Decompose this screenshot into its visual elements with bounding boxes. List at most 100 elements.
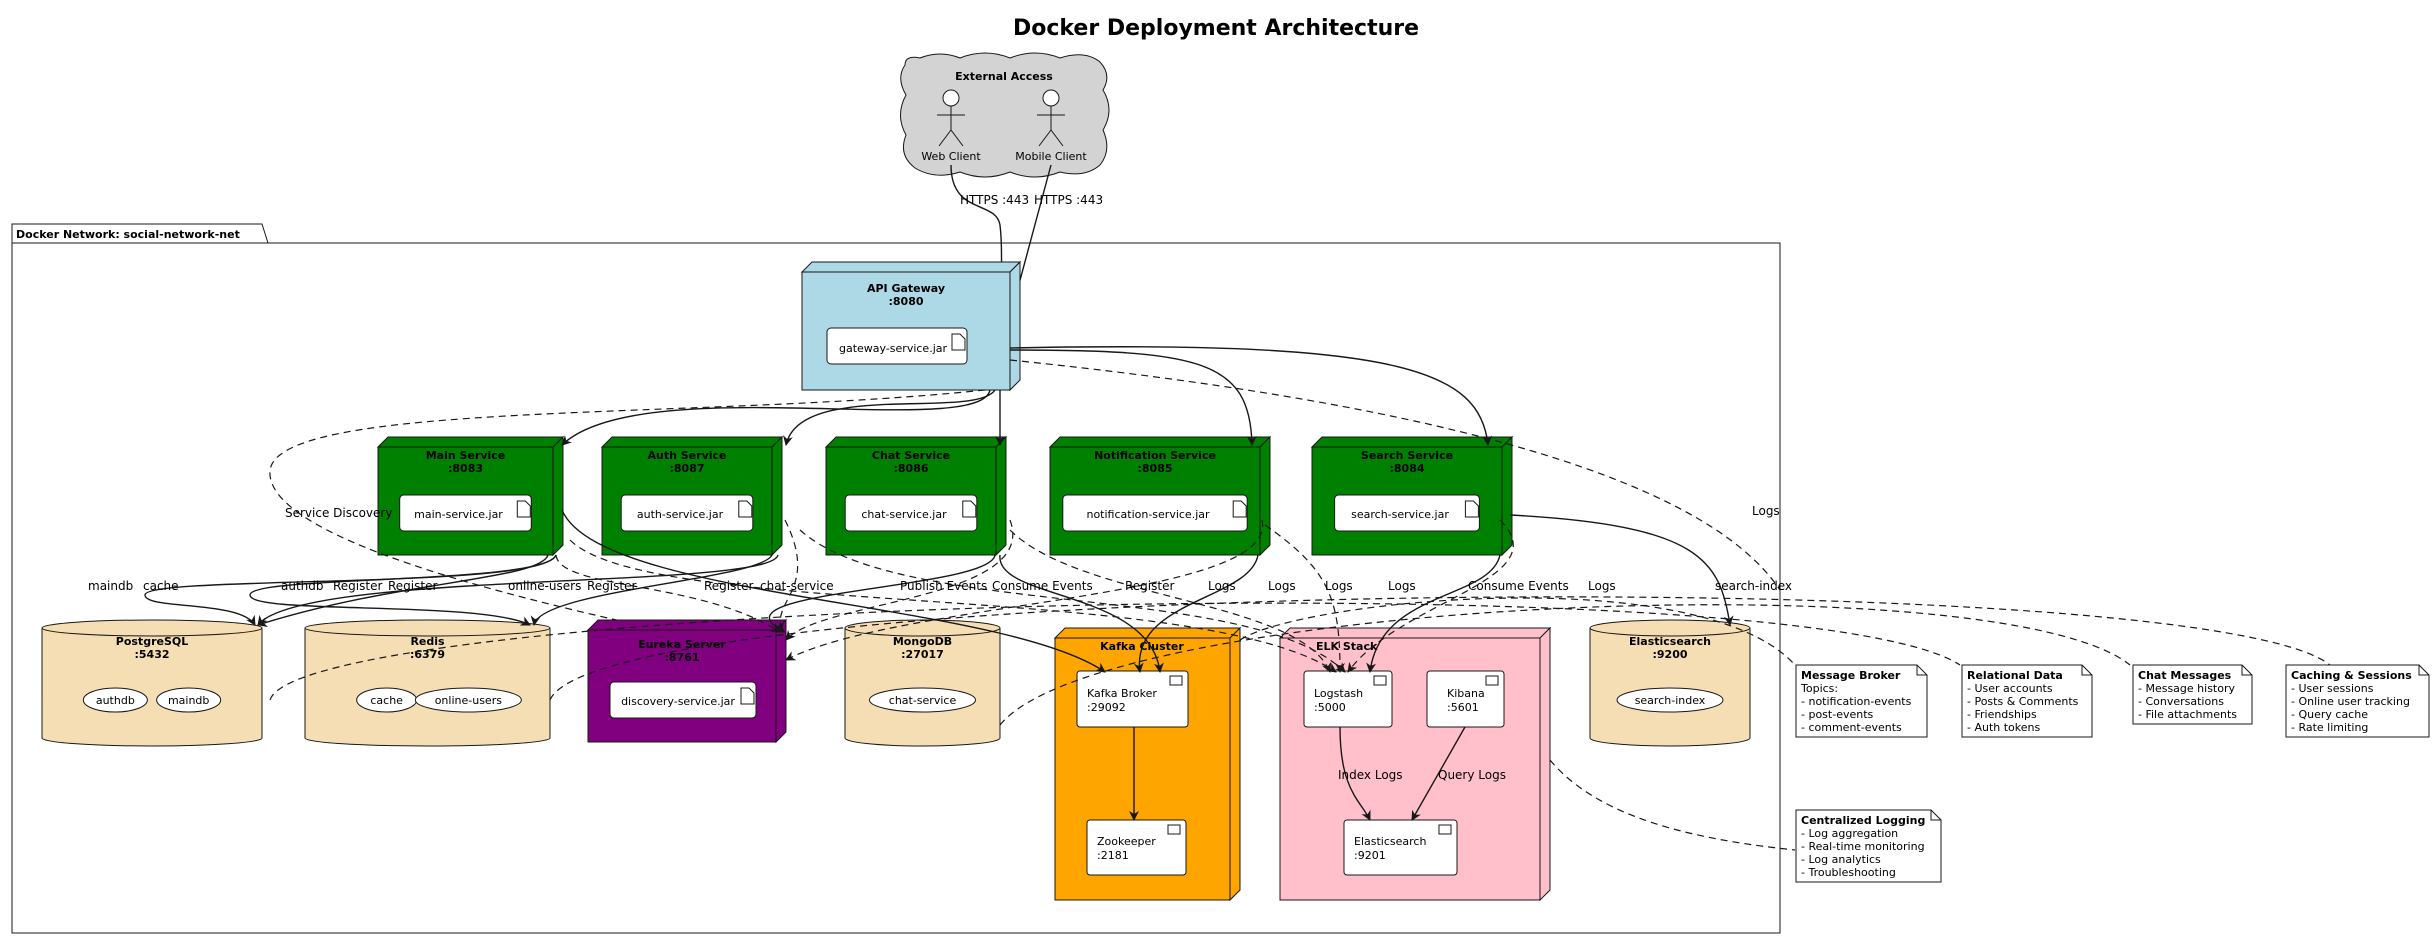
note-line: - User accounts — [1967, 682, 2053, 695]
elk-es-label: Elasticsearch — [1354, 835, 1426, 848]
mobile-client-label: Mobile Client — [1015, 150, 1087, 163]
note-line: - Message history — [2138, 682, 2235, 695]
service-title: Auth Service — [648, 449, 727, 462]
kibana-component — [1426, 670, 1505, 728]
authdb-edge-label: authdb — [281, 579, 324, 593]
service-discovery-label: Service Discovery — [285, 506, 392, 520]
logs-label-1: Logs — [1208, 579, 1236, 593]
note-line: - post-events — [1801, 708, 1874, 721]
schema-label: cache — [370, 694, 403, 707]
note-title: Caching & Sessions — [2291, 669, 2412, 682]
service-title: Search Service — [1361, 449, 1453, 462]
service-port: :8083 — [448, 462, 483, 475]
edge-notification-register — [785, 519, 1263, 661]
schema-label: online-users — [435, 694, 503, 707]
service-edges — [144, 509, 1734, 673]
api-gateway-port: :8080 — [888, 295, 923, 308]
database-title: Redis — [410, 635, 445, 648]
elk-es-port: :9201 — [1354, 849, 1386, 862]
diagram-title: Docker Deployment Architecture — [1013, 16, 1419, 41]
note-connector-chat — [999, 604, 2131, 726]
logs-label-3: Logs — [1325, 579, 1353, 593]
service-artifact: auth-service.jar — [637, 508, 724, 521]
service-port: :8086 — [893, 462, 928, 475]
artifact-icon — [516, 500, 531, 518]
kafka-broker-component — [1076, 670, 1189, 728]
logs-label-4: Logs — [1388, 579, 1416, 593]
logstash-label: Logstash — [1314, 687, 1363, 700]
note-line: - File attachments — [2138, 708, 2237, 721]
kafka-broker-label: Kafka Broker — [1087, 687, 1157, 700]
logs-label-5: Logs — [1588, 579, 1616, 593]
artifact-icon — [1232, 500, 1247, 518]
note-title: Message Broker — [1801, 669, 1901, 682]
note-line: - Auth tokens — [1967, 721, 2041, 734]
gateway-artifact: gateway-service.jar — [839, 342, 948, 355]
artifact-icon — [738, 500, 753, 518]
schema-ellipse — [82, 687, 148, 713]
edge-notification-kafka — [1133, 554, 1259, 673]
edge-search-logs — [1347, 519, 1514, 673]
component-icon — [1169, 675, 1183, 686]
register-label-2: Register — [388, 579, 437, 593]
chat-service-edge-label: chat-service — [760, 579, 834, 593]
edge-gateway-notification — [1009, 349, 1257, 446]
service-artifact: notification-service.jar — [1086, 508, 1210, 521]
artifact-box — [399, 494, 532, 532]
service-node-auth-service: Auth Service:8087 auth-service.jar — [600, 435, 784, 557]
edge-notification-logs — [1264, 524, 1345, 673]
artifact-box — [1062, 494, 1248, 532]
edge-auth-redis — [530, 554, 773, 626]
edge-labels: maindb cache authdb Register Register on… — [88, 579, 1792, 593]
database-title: Elasticsearch — [1629, 635, 1711, 648]
https-label-mobile: HTTPS :443 — [1034, 193, 1103, 207]
artifact-icon — [1464, 500, 1479, 518]
api-gateway-title: API Gateway — [867, 282, 945, 295]
kafka-cluster-node: Kafka Cluster Kafka Broker :29092 Zookee… — [1053, 626, 1242, 902]
edge-gateway-auth — [783, 389, 996, 446]
edge-gateway-logs — [1009, 359, 1781, 591]
service-title: Chat Service — [872, 449, 950, 462]
cache-edge-label: cache — [143, 579, 179, 593]
edge-chat-register — [785, 519, 1014, 641]
elk-stack-node: ELK Stack Logstash :5000 Kibana :5601 El… — [1278, 626, 1552, 902]
service-artifact: chat-service.jar — [861, 508, 947, 521]
edge-search-es — [1509, 514, 1734, 626]
edge-search-logstash — [1366, 554, 1501, 673]
kibana-label: Kibana — [1447, 687, 1485, 700]
edge-logstash-es — [1339, 726, 1371, 821]
publish-events-label: Publish Events — [900, 579, 987, 593]
gateway-logs-label: Logs — [1752, 504, 1780, 518]
edge-auth-register — [774, 519, 799, 633]
eureka-title: Eureka Server — [638, 638, 726, 651]
register-label-3: Register — [587, 579, 636, 593]
logs-label-2: Logs — [1268, 579, 1296, 593]
web-client-actor: Web Client — [921, 89, 981, 163]
index-logs-label: Index Logs — [1338, 768, 1403, 782]
service-node-notification-service: Notification Service:8085notification-se… — [1048, 435, 1272, 557]
note-line: - Query cache — [2291, 708, 2368, 721]
note-title: Chat Messages — [2138, 669, 2232, 682]
kafka-broker-port: :29092 — [1087, 701, 1126, 714]
note-line: - Troubleshooting — [1801, 866, 1896, 879]
database-title: PostgreSQL — [116, 635, 188, 648]
note-relational: Relational Data- User accounts- Posts & … — [1961, 664, 2093, 738]
online-users-edge-label: online-users — [508, 579, 581, 593]
note-line: - User sessions — [2291, 682, 2374, 695]
service-port: :8087 — [669, 462, 704, 475]
logstash-port: :5000 — [1314, 701, 1346, 714]
database-port: :27017 — [901, 648, 944, 661]
register-label-5: Register — [1125, 579, 1174, 593]
schema-ellipse — [414, 687, 522, 713]
register-label-4: Register — [704, 579, 753, 593]
query-logs-label: Query Logs — [1438, 768, 1506, 782]
api-gateway-node: API Gateway :8080 gateway-service.jar — [800, 260, 1022, 392]
note-line: - Friendships — [1967, 708, 2037, 721]
note-line: - notification-events — [1801, 695, 1912, 708]
note-connector-relational — [269, 602, 1961, 701]
note-logging: Centralized Logging- Log aggregation- Re… — [1795, 809, 1942, 883]
note-connector-caching — [549, 596, 2331, 701]
edge-chat-kafka — [999, 554, 1164, 673]
